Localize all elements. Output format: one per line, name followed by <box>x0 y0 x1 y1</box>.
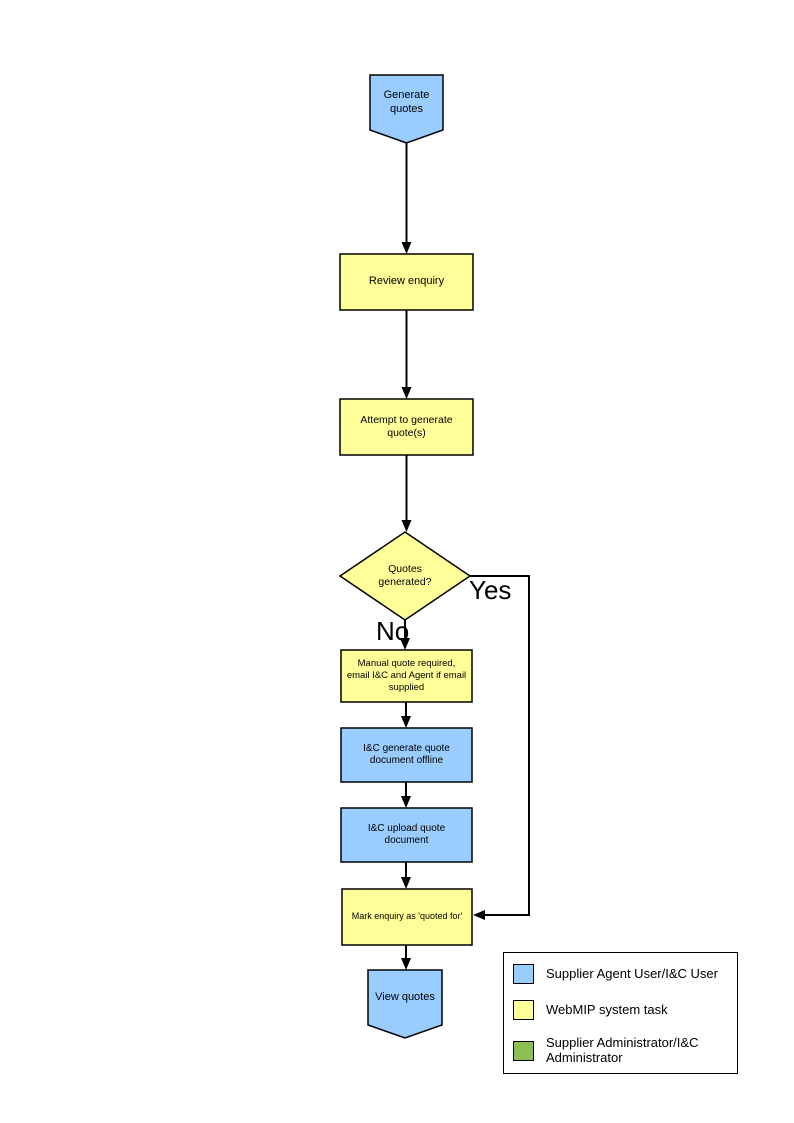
node-mark-quoted <box>341 888 473 946</box>
quotes-generated-text: Quotes generated? <box>378 562 432 588</box>
arrowhead-down-icon <box>401 242 412 254</box>
quotes-generated-label: Quotes generated? <box>340 532 470 620</box>
legend-item-system: WebMIP system task <box>513 1000 729 1020</box>
arrowhead-down-icon <box>401 387 412 399</box>
node-review-enquiry <box>339 253 474 311</box>
arrowhead-down-icon <box>401 716 411 728</box>
node-attempt-generate <box>339 398 474 456</box>
node-manual-quote <box>340 649 473 703</box>
legend-item-label: Supplier Administrator/I&C Administrator <box>546 1035 699 1065</box>
yes-branch-label: Yes <box>469 575 512 605</box>
node-end-offpage <box>367 969 443 1039</box>
node-start-offpage <box>369 74 444 144</box>
start-label: Generate quotes <box>383 88 430 115</box>
arrowhead-down-icon <box>400 638 410 650</box>
user-swatch-icon <box>513 964 534 984</box>
connector-yes-branch <box>470 575 530 916</box>
node-quotes-generated-decision <box>338 531 472 621</box>
ic-generate-label: I&C generate quote document offline <box>363 742 450 767</box>
connectors <box>404 143 530 965</box>
system-swatch-icon <box>513 1000 534 1020</box>
legend-item-admin: Supplier Administrator/I&C Administrator <box>513 1035 729 1066</box>
manual-quote-label: Manual quote required, email I&C and Age… <box>346 658 467 693</box>
arrowhead-down-icon <box>401 877 411 889</box>
ic-upload-label: I&C upload quote document <box>367 822 446 847</box>
mark-quoted-label: Mark enquiry as 'quoted for' <box>351 911 463 922</box>
view-quotes-label: View quotes <box>375 990 435 1003</box>
legend-item-label: WebMIP system task <box>546 1001 668 1017</box>
legend-item-user: Supplier Agent User/I&C User <box>513 964 729 984</box>
review-enquiry-label: Review enquiry <box>368 275 445 288</box>
admin-swatch-icon <box>513 1040 534 1061</box>
no-branch-label: No <box>376 616 410 646</box>
arrowhead-down-icon <box>401 796 411 808</box>
legend-item-label: Supplier Agent User/I&C User <box>546 965 718 981</box>
attempt-generate-label: Attempt to generate quote(s) <box>360 413 453 439</box>
arrowhead-down-icon <box>401 958 411 970</box>
node-ic-generate <box>340 727 473 783</box>
node-ic-upload <box>340 807 473 863</box>
arrowheads <box>400 242 485 970</box>
arrowhead-left-icon <box>473 910 485 920</box>
arrowhead-down-icon <box>401 520 412 532</box>
legend: Supplier Agent User/I&C User WebMIP syst… <box>503 952 738 1074</box>
